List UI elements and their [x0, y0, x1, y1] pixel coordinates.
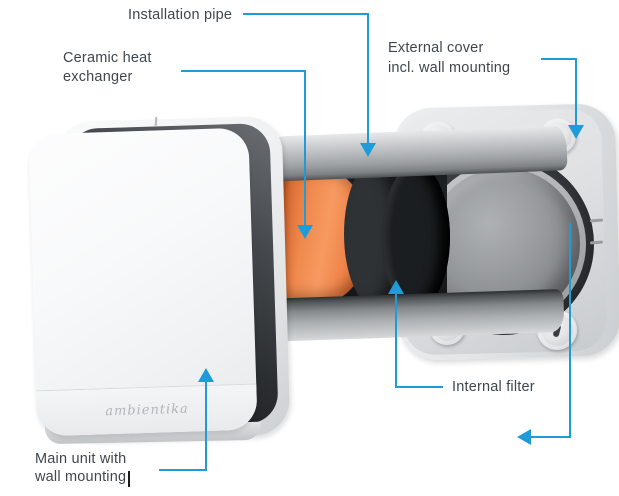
text-cursor	[128, 471, 130, 487]
external-cover-leader-h	[541, 58, 577, 60]
label-line: wall mounting	[35, 469, 127, 485]
installation-pipe-leader-v	[367, 13, 369, 144]
main-unit-leader-v	[205, 382, 207, 471]
label-line: incl. wall mounting	[388, 60, 511, 76]
ceramic-heat-exchanger-leader-v	[304, 70, 306, 226]
arrow-up-icon	[388, 280, 404, 294]
front-panel-bottom-strip: ambientika	[36, 383, 258, 437]
arrow-down-icon	[297, 225, 313, 239]
label-installation-pipe: Installation pipe	[128, 7, 233, 23]
label-line: exchanger	[63, 69, 133, 85]
label-ceramic-heat-exchanger: Ceramic heat exchanger	[63, 49, 152, 87]
label-line: Ceramic heat	[63, 50, 152, 66]
arrow-left-icon	[517, 429, 531, 445]
installation-pipe-leader-h	[243, 13, 368, 15]
main-unit-front-panel: ambientika	[28, 127, 258, 437]
arrow-up-icon	[198, 368, 214, 382]
external-cover-leader-v	[575, 58, 577, 126]
arrow-down-icon	[360, 143, 376, 157]
unlabeled-leader-h	[531, 436, 571, 438]
brand-logo: ambientika	[104, 401, 190, 420]
internal-filter-leader-h	[396, 386, 443, 388]
main-unit-leader-h	[159, 469, 207, 471]
ceramic-heat-exchanger-leader-h	[181, 70, 306, 72]
unlabeled-leader-v	[569, 223, 571, 437]
label-line: Main unit with	[35, 451, 127, 467]
internal-filter-leader-v	[395, 294, 397, 388]
label-line: External cover	[388, 40, 484, 56]
arrow-down-icon	[568, 125, 584, 139]
label-external-cover: External cover incl. wall mounting	[388, 38, 510, 78]
label-main-unit: Main unit with wall mounting	[35, 450, 126, 486]
label-internal-filter: Internal filter	[452, 379, 535, 395]
